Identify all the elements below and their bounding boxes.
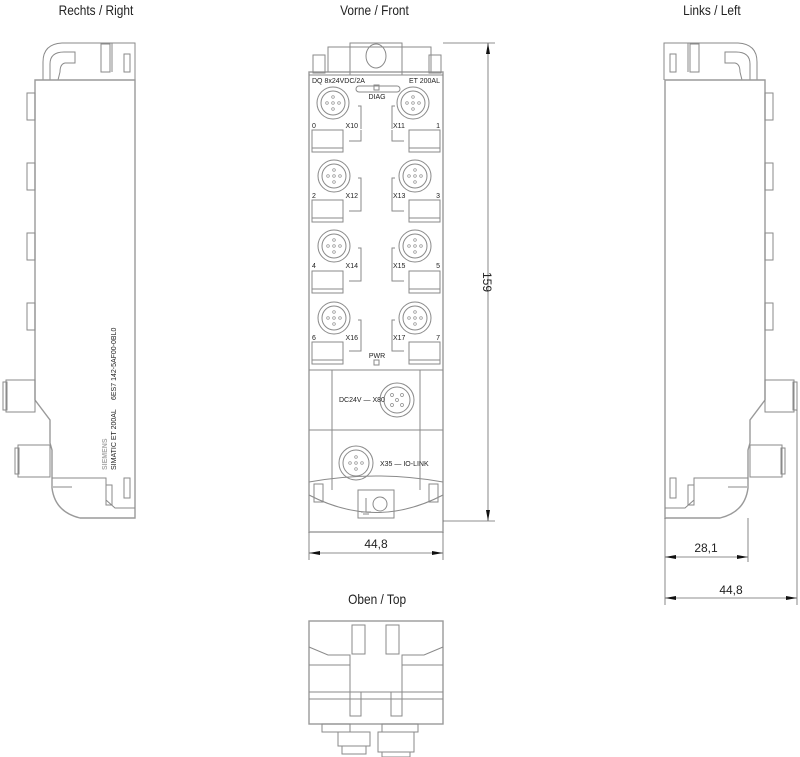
module-type-label: DQ 8x24VDC/2A — [312, 78, 365, 85]
connector-x14-label: X14 — [346, 263, 359, 270]
iolink-connector-label: X35 — IO-LINK — [380, 461, 429, 468]
front-view: DQ 8x24VDC/2A ET 200AL DIAG — [308, 42, 495, 560]
label-product-name: SIMATIC ET 200AL — [111, 409, 118, 470]
pwr-led-label: PWR — [369, 353, 385, 360]
connector-x15-label: X15 — [393, 263, 406, 270]
dimension-depth-partial: 28,1 — [694, 541, 718, 555]
channel-0-label: 0 — [312, 123, 316, 130]
view-title-front: Vorne / Front — [340, 2, 409, 18]
power-connector-label: DC24V — X80 — [339, 397, 385, 404]
connector-x11-label: X11 — [393, 123, 405, 130]
channel-7-label: 7 — [436, 335, 440, 342]
dimension-height: 159 — [480, 272, 494, 292]
channel-4-label: 4 — [312, 263, 316, 270]
channel-3-label: 3 — [436, 193, 440, 200]
connector-x12-label: X12 — [346, 193, 359, 200]
label-order-number: 6ES7 142-5AF00-0BL0 — [111, 328, 118, 400]
dimension-depth-total: 44,8 — [719, 583, 743, 597]
right-side-view: SIEMENS SIMATIC ET 200AL 6ES7 142-5AF00-… — [2, 42, 136, 519]
connector-x16-label: X16 — [346, 335, 359, 342]
label-siemens-brand: SIEMENS — [102, 438, 109, 470]
diag-led-label: DIAG — [368, 94, 385, 101]
connector-x10-label: X10 — [346, 123, 359, 130]
view-title-top: Oben / Top — [348, 591, 407, 607]
channel-6-label: 6 — [312, 335, 316, 342]
top-view — [308, 620, 444, 757]
channel-1-label: 1 — [436, 123, 440, 130]
ground-icon — [361, 498, 371, 515]
connector-x13-label: X13 — [393, 193, 406, 200]
channel-5-label: 5 — [436, 263, 440, 270]
view-title-left: Links / Left — [683, 2, 741, 18]
dimension-width: 44,8 — [364, 537, 388, 551]
view-title-right: Rechts / Right — [58, 2, 134, 18]
channel-2-label: 2 — [312, 193, 316, 200]
io-connectors — [316, 86, 432, 335]
module-family-label: ET 200AL — [409, 78, 440, 85]
connector-x17-label: X17 — [393, 335, 406, 342]
left-side-view: 28,1 44,8 — [663, 42, 798, 605]
